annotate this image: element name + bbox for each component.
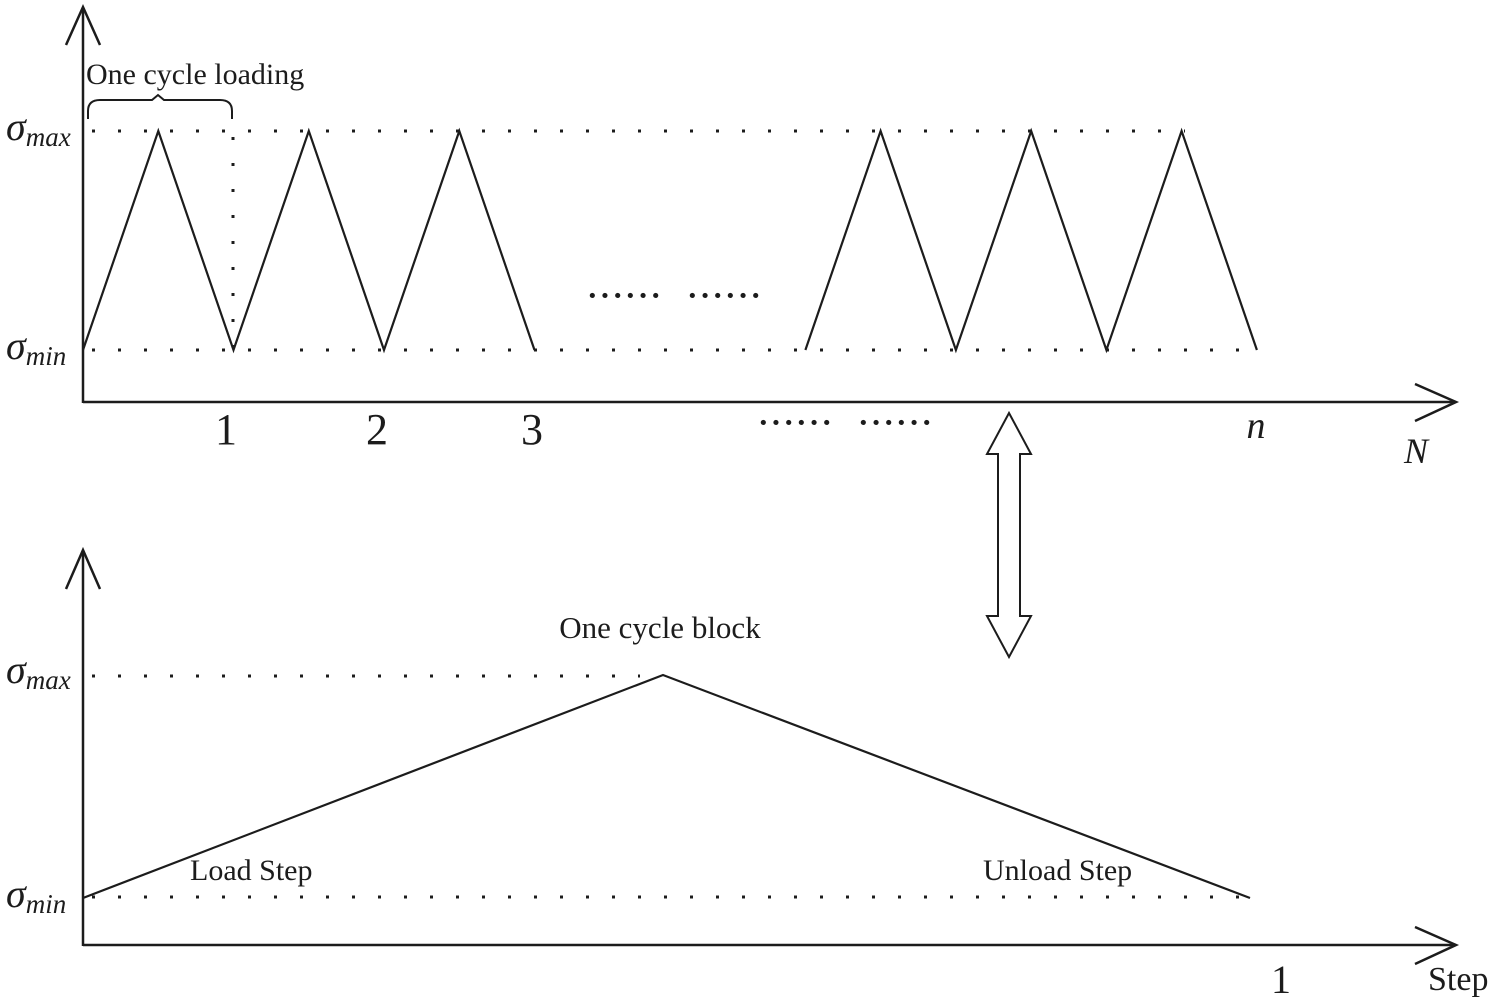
top-waveform-2 xyxy=(804,127,1258,354)
top-axis-tick-n: n xyxy=(1246,405,1266,447)
waveform-ellipsis: ······ ······ xyxy=(587,277,764,313)
sigma-max-subscript: max xyxy=(25,121,71,152)
top-axis-tick-3: 3 xyxy=(521,405,543,454)
bottom-axis-title-step: Step xyxy=(1428,961,1489,998)
one-cycle-bracket xyxy=(87,93,233,119)
bottom-sigma-min-label: σmin xyxy=(6,871,66,918)
bottom-sigma-max-label: σmax xyxy=(6,647,71,694)
sigma-symbol: σ xyxy=(6,647,26,692)
top-waveform-1 xyxy=(81,127,536,354)
top-axis-tick-2: 2 xyxy=(366,405,388,454)
top-sigma-min-label: σmin xyxy=(6,323,66,370)
unload-step-annotation: Unload Step xyxy=(983,854,1133,887)
top-sigma-max-label: σmax xyxy=(6,104,71,151)
top-axis-tick-1: 1 xyxy=(215,405,237,454)
bottom-axis-tick-1: 1 xyxy=(1271,957,1291,1002)
sigma-min-subscript: min xyxy=(25,340,67,371)
top-x-axis-arrowhead xyxy=(1414,382,1460,423)
bottom-x-axis-arrowhead xyxy=(1414,925,1460,966)
one-cycle-block-annotation: One cycle block xyxy=(559,610,761,645)
top-y-axis-arrowhead xyxy=(64,3,102,46)
top-axis-ellipsis: ······ ······ xyxy=(758,404,935,440)
sigma-min-subscript: min xyxy=(25,888,67,919)
bottom-waveform xyxy=(82,673,1251,900)
bottom-y-axis-arrowhead xyxy=(64,546,102,590)
sigma-symbol: σ xyxy=(6,323,26,368)
load-step-annotation: Load Step xyxy=(190,854,313,887)
equivalence-double-arrow-icon xyxy=(985,410,1033,660)
sigma-symbol: σ xyxy=(6,104,26,149)
sigma-max-subscript: max xyxy=(25,664,71,695)
one-cycle-loading-annotation: One cycle loading xyxy=(86,58,305,91)
top-axis-title-N: N xyxy=(1403,431,1428,471)
sigma-symbol: σ xyxy=(6,871,26,916)
